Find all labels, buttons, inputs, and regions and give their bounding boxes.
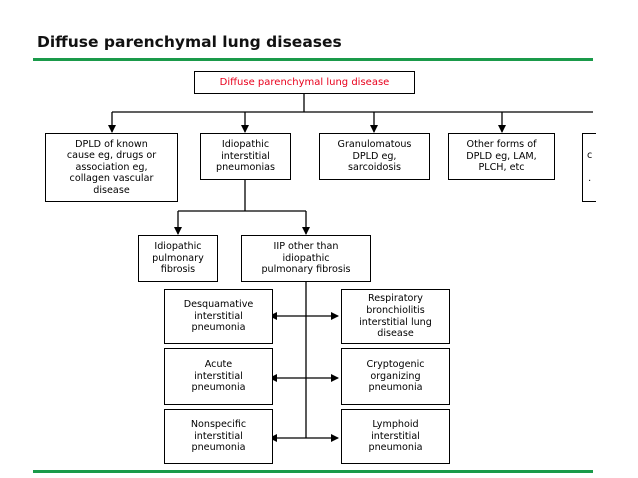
bottom-rule (33, 470, 593, 473)
top-rule (33, 58, 593, 61)
acute-box: Acute interstitial pneumonia (164, 348, 273, 405)
granulomatous-box: Granulomatous DPLD eg, sarcoidosis (319, 133, 430, 180)
desquamative-box: Desquamative interstitial pneumonia (164, 289, 273, 344)
respiratory-bronchiolitis-box: Respiratory bronchiolitis interstitial l… (341, 289, 450, 344)
root-box: Diffuse parenchymal lung disease (194, 71, 415, 94)
nonspecific-box: Nonspecific interstitial pneumonia (164, 409, 273, 464)
cut-off-box: c . (582, 133, 596, 202)
cryptogenic-box: Cryptogenic organizing pneumonia (341, 348, 450, 405)
other-forms-box: Other forms of DPLD eg, LAM, PLCH, etc (448, 133, 555, 180)
iip-other-box: IIP other than idiopathic pulmonary fibr… (241, 235, 371, 282)
iip-box: Idiopathic interstitial pneumonias (200, 133, 291, 180)
lymphoid-box: Lymphoid interstitial pneumonia (341, 409, 450, 464)
slide-title: Diffuse parenchymal lung diseases (37, 33, 342, 51)
known-cause-box: DPLD of known cause eg, drugs or associa… (45, 133, 178, 202)
ipf-box: Idiopathic pulmonary fibrosis (138, 235, 218, 282)
